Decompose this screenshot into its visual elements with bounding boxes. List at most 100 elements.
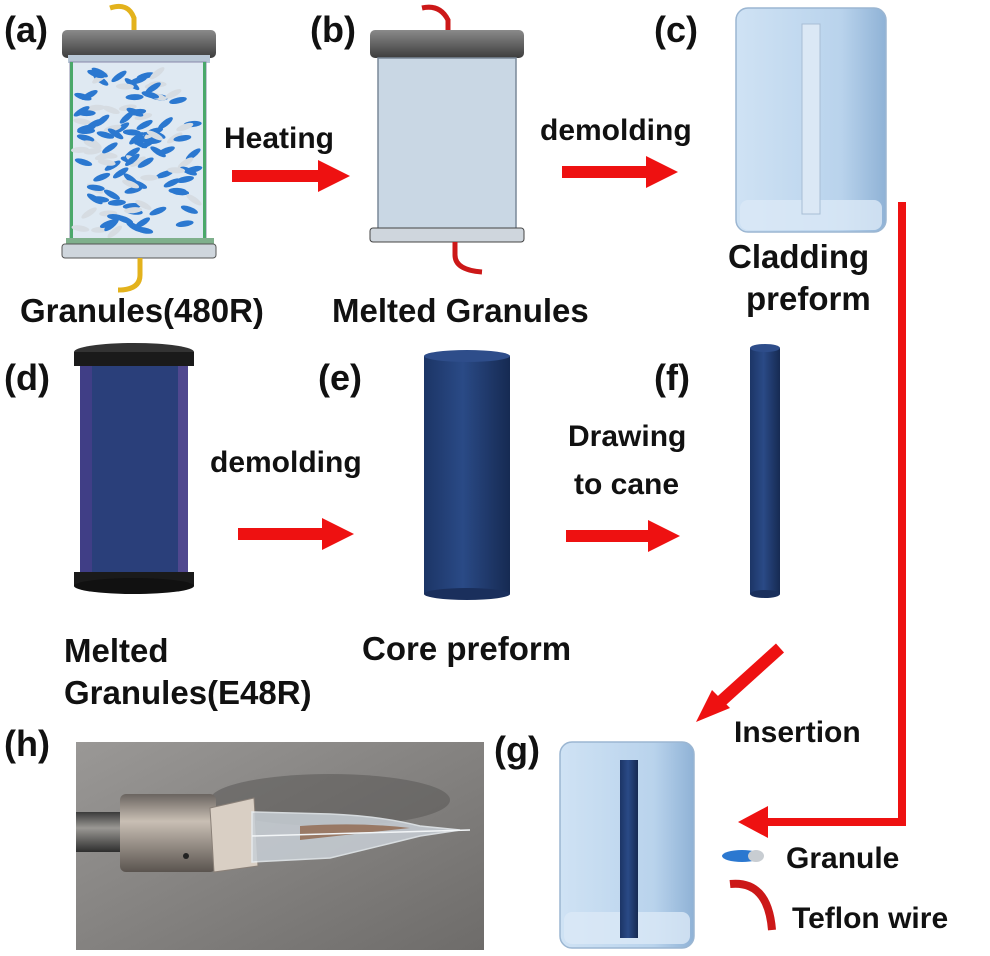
granule-icon (180, 205, 198, 214)
teflon-wire-bottom-icon (452, 242, 483, 275)
panel-g: (g) (494, 729, 695, 949)
panel-d-caption-line2: Granules(E48R) (64, 674, 312, 711)
granule-icon (85, 119, 102, 130)
holder-chuck (120, 794, 216, 872)
granule-icon (137, 157, 154, 168)
granule-icon (149, 206, 167, 216)
granule-icon (107, 225, 122, 238)
panel-b: (b) Melted Granules (310, 4, 589, 329)
granule-icon (136, 119, 153, 130)
granule-icon (119, 111, 135, 124)
glass-preform (251, 811, 461, 863)
mold-bottom-cap (369, 227, 525, 243)
arrow-insertion-label: Insertion (734, 716, 861, 749)
panel-h: (h) (4, 723, 484, 950)
teflon-wire-top-icon (421, 4, 451, 36)
arrow-head-icon (318, 160, 350, 192)
panel-h-letter: (h) (4, 723, 50, 764)
granule-icon (93, 172, 111, 182)
core-cane (750, 348, 780, 594)
arrow-cladding-to-g (738, 202, 906, 838)
panel-c: (c) Cladding preform (654, 7, 887, 317)
granule-icon (81, 207, 97, 219)
arrow-demolding-top-label: demolding (540, 114, 692, 147)
granule-icon (176, 176, 194, 183)
teflon-wire-icon (729, 879, 776, 931)
granule-icon (123, 173, 139, 186)
arrow-insertion: Insertion (696, 643, 861, 749)
panel-c-caption-line2: preform (746, 280, 871, 317)
granule-icon (167, 167, 186, 174)
panel-a: (a) Granules(480R) (4, 3, 264, 329)
granule-icon (146, 130, 163, 141)
granule-icon (158, 117, 173, 130)
granule-icon (87, 69, 105, 79)
panel-e-caption: Core preform (362, 630, 571, 667)
granule-icon (157, 146, 175, 156)
granule-icon (77, 110, 96, 117)
melted-granules-body (377, 57, 517, 233)
panel-g-letter: (g) (494, 729, 540, 770)
granule-icon (185, 148, 201, 161)
granule-icon (112, 167, 129, 179)
granule-icon (124, 78, 140, 91)
granule-icon (83, 148, 102, 155)
granule-icon (134, 217, 151, 229)
melted-granules-cylinder (80, 366, 188, 572)
granule-icon (163, 178, 181, 188)
granule-icon (87, 104, 105, 111)
granule-icon (107, 128, 124, 140)
granule-icon (102, 142, 118, 154)
granule-icon (116, 215, 134, 224)
arrow-drawing-label-line2: to cane (574, 468, 679, 501)
granule-icon (99, 152, 118, 159)
panel-f: (f) (654, 344, 780, 598)
granules-fill (71, 67, 203, 238)
cylinder-bottom-cap (74, 578, 194, 594)
granule-icon (184, 165, 203, 174)
granule-icon (125, 153, 140, 166)
granule-icon (91, 226, 110, 233)
granule-icon (99, 219, 117, 229)
granule-icon (102, 105, 120, 115)
teflon-wire-top-icon (109, 3, 137, 36)
panel-c-caption-line1: Cladding (728, 238, 869, 275)
granule-icon (124, 207, 143, 214)
granule-icon (176, 122, 194, 132)
arrow-heating-label: Heating (224, 122, 334, 155)
granule-icon (107, 199, 126, 206)
panel-c-letter: (c) (654, 9, 698, 50)
granule-icon (131, 137, 148, 149)
arrow-demolding-top: demolding (540, 114, 692, 188)
arrow-demolding-mid-label: demolding (210, 446, 362, 479)
panel-d-letter: (d) (4, 357, 50, 398)
granule-icon (175, 220, 194, 228)
granule-icon (71, 225, 90, 232)
panel-b-caption: Melted Granules (332, 292, 589, 329)
arrow-head-icon (738, 806, 768, 838)
panel-d: (d) Melted Granules(E48R) (4, 343, 312, 711)
granule-icon (140, 174, 159, 181)
arrow-head-icon (322, 518, 354, 550)
granule-icon (96, 131, 115, 139)
panel-a-caption: Granules(480R) (20, 292, 264, 329)
granule-icon (122, 129, 141, 136)
granule-icon (91, 196, 110, 203)
granule-icon (173, 135, 192, 142)
granule-icon (122, 179, 140, 189)
granule-icon (86, 184, 105, 191)
granule-icon (124, 186, 143, 194)
granule-icon (149, 67, 165, 80)
granule-icon (103, 189, 120, 200)
granule-icon (141, 91, 160, 99)
panel-e: (e) Core preform (318, 350, 571, 667)
arrow-head-icon (648, 520, 680, 552)
teflon-wire-bottom-icon (117, 258, 143, 293)
granule-icon (83, 140, 101, 149)
arrow-head-icon (696, 690, 730, 722)
granule-icon (171, 189, 190, 196)
mold-top-cap (62, 30, 216, 58)
granule-icon (111, 70, 127, 83)
legend: Granule Teflon wire (722, 842, 948, 935)
